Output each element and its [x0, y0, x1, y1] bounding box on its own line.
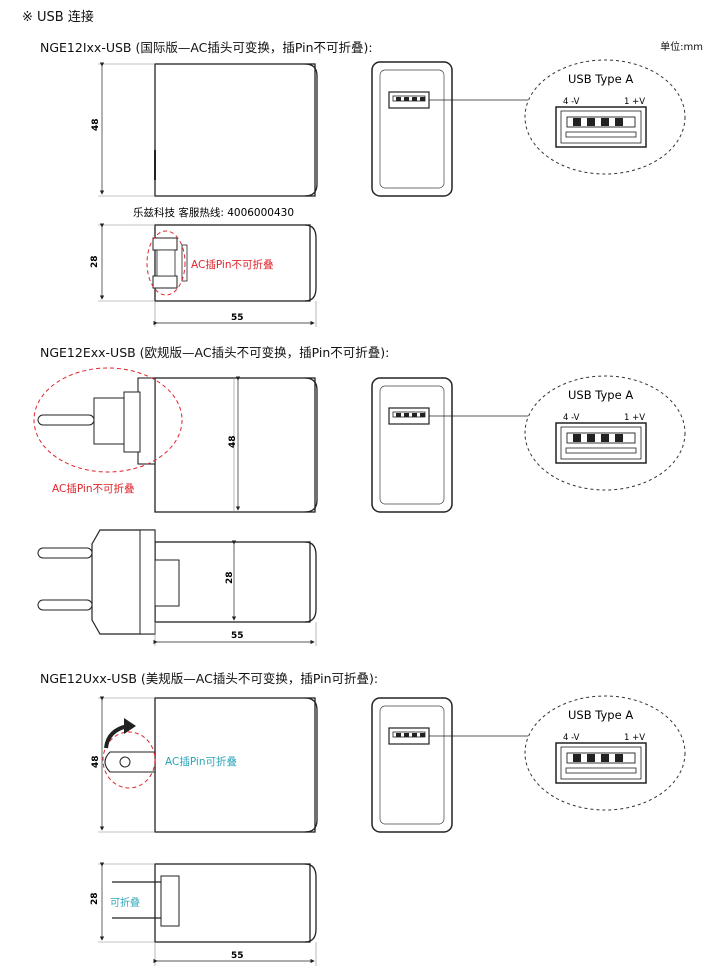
usb-pin-minus: 4 -V — [563, 97, 580, 107]
usb-type-a-callout: USB Type A 4 -V 1 +V — [524, 695, 686, 811]
usb-port-face — [371, 697, 528, 833]
usb-pin-minus: 4 -V — [563, 413, 580, 423]
hotline-text: 乐兹科技 客服热线: 4006000430 — [133, 206, 294, 219]
side-height-dimension: 28 — [90, 862, 155, 943]
side-view-body — [37, 529, 317, 635]
front-view-body — [37, 377, 318, 513]
unit-label: 单位:mm — [660, 42, 703, 53]
usb-pin-plus: 1 +V — [624, 733, 645, 743]
callout-text: AC插Pin不可折叠 — [52, 482, 135, 495]
height-dimension: 48 — [91, 696, 155, 833]
height-dimension: 48 — [228, 376, 241, 511]
length-dimension: 55 — [153, 622, 317, 646]
height-dim-label: 48 — [91, 755, 101, 768]
section-header: ※ USB 连接 — [22, 10, 94, 25]
callout-text: AC插Pin可折叠 — [165, 755, 237, 768]
section-title-us: NGE12Uxx-USB (美规版—AC插头不可变换，插Pin可折叠): — [40, 671, 379, 686]
length-dim-label: 55 — [231, 951, 244, 961]
usb-title: USB Type A — [568, 388, 633, 402]
side-height-dim-label: 28 — [90, 255, 100, 268]
callout-text: AC插Pin不可折叠 — [191, 258, 274, 271]
usb-pin-plus: 1 +V — [624, 97, 645, 107]
section-international-drawings: 48 乐兹科技 客服热线: 4006000430 AC插Pin不可折叠 28 5… — [90, 59, 686, 327]
side-height-dim-label: 28 — [90, 892, 100, 905]
length-dim-label: 55 — [231, 313, 244, 323]
usb-pin-plus: 1 +V — [624, 413, 645, 423]
side-callout-text: 可折叠 — [110, 896, 140, 909]
section-eu-drawings: AC插Pin不可折叠 48 28 55 — [33, 367, 686, 646]
height-dimension: 48 — [91, 62, 155, 197]
callout-circle — [33, 367, 183, 473]
usb-title: USB Type A — [568, 72, 633, 86]
usb-pin-minus: 4 -V — [563, 733, 580, 743]
height-dim-label: 48 — [91, 118, 101, 131]
front-view-body — [104, 697, 318, 833]
usb-port-face — [371, 61, 528, 197]
usb-title: USB Type A — [568, 708, 633, 722]
section-title-international: NGE12Ixx-USB (国际版—AC插头可变换，插Pin不可折叠): — [40, 40, 373, 55]
length-dimension: 55 — [153, 301, 317, 327]
length-dimension: 55 — [153, 942, 317, 966]
side-view-body — [152, 224, 317, 302]
section-title-eu: NGE12Exx-USB (欧规版—AC插头不可变换，插Pin不可折叠): — [40, 345, 390, 360]
section-us-drawings: AC插Pin可折叠 48 可折叠 28 55 — [90, 695, 686, 966]
callout-circle — [146, 230, 186, 296]
usb-type-a-callout: USB Type A 4 -V 1 +V — [524, 375, 686, 491]
side-height-dim-label: 28 — [225, 571, 235, 584]
length-dim-label: 55 — [231, 631, 244, 641]
side-view-body — [112, 863, 317, 943]
usb-port-face — [371, 377, 528, 513]
front-view-body — [154, 63, 318, 197]
side-height-dimension: 28 — [225, 540, 237, 621]
side-height-dimension: 28 — [90, 223, 155, 302]
usb-type-a-callout: USB Type A 4 -V 1 +V — [524, 59, 686, 175]
height-dim-label: 48 — [228, 435, 238, 448]
